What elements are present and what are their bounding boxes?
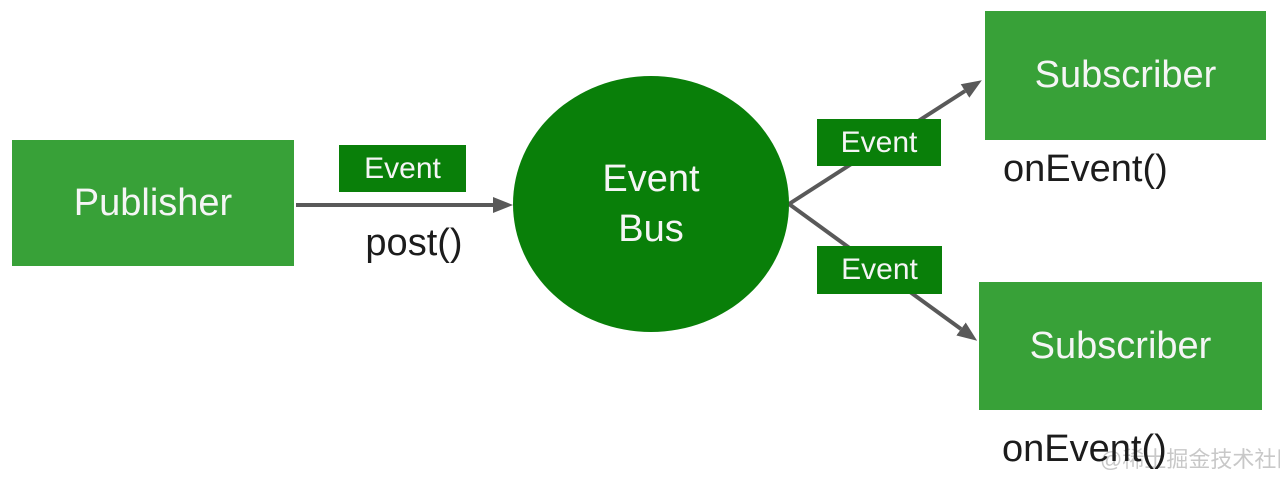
- publisher-node: Publisher: [12, 140, 294, 266]
- watermark: @稀土掘金技术社区: [1100, 447, 1280, 472]
- subscriber-top-label: Subscriber: [1034, 54, 1217, 96]
- subscriber-top-node: Subscriber: [985, 11, 1266, 140]
- event-tag-left: Event: [339, 145, 466, 192]
- publisher-label: Publisher: [73, 181, 233, 224]
- onevent-bottom-method-label: onEvent(): [1002, 428, 1167, 470]
- post-method-label: post(): [365, 222, 463, 264]
- event-tag-bottom: Event: [817, 246, 942, 294]
- event-tag-top-label: Event: [840, 125, 918, 159]
- event-tag-top: Event: [817, 119, 941, 166]
- subscriber-bottom-label: Subscriber: [1029, 324, 1212, 367]
- subscriber-bottom-node: Subscriber: [979, 282, 1262, 410]
- event-bus-node: Event Bus: [513, 76, 789, 332]
- event-bus-label-line2: Bus: [618, 208, 684, 250]
- event-tag-left-label: Event: [364, 151, 441, 185]
- onevent-top-method-label: onEvent(): [1003, 148, 1168, 190]
- event-tag-bottom-label: Event: [841, 253, 918, 286]
- event-bus-label-line1: Event: [602, 158, 700, 200]
